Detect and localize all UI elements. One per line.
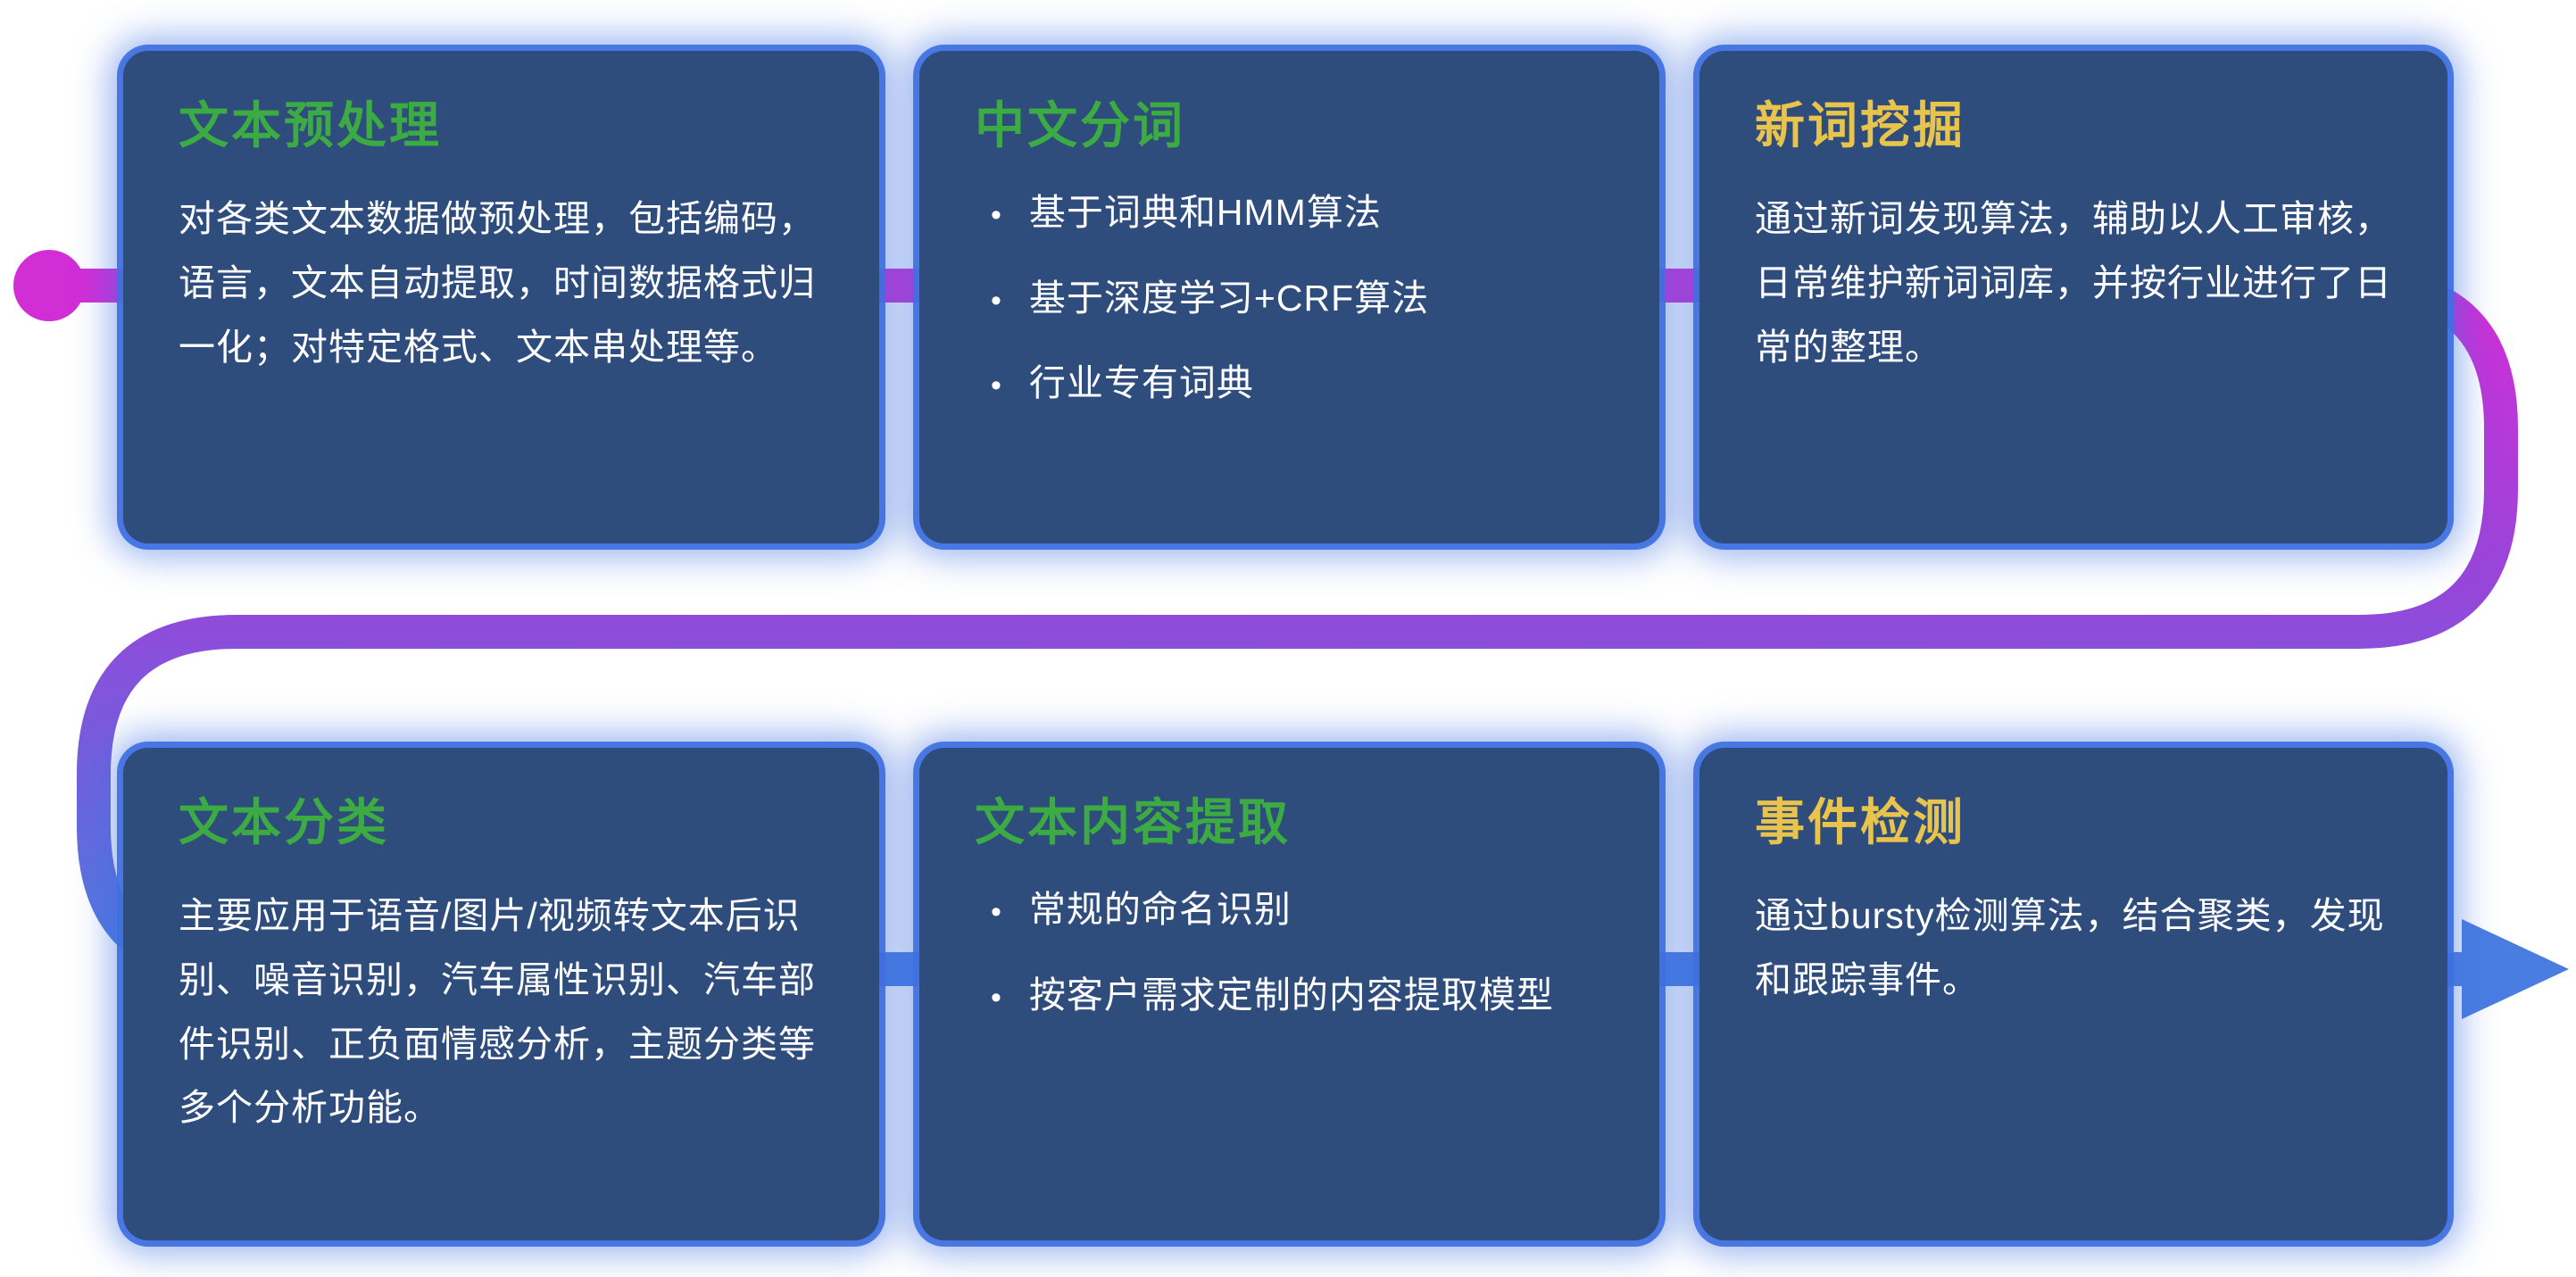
card-title: 文本预处理 <box>179 97 442 153</box>
bullet-item: • 按客户需求定制的内容提取模型 <box>991 970 1604 1021</box>
bullet-item: • 行业专有词典 <box>991 358 1604 409</box>
bullet-text: 基于深度学习+CRF算法 <box>1028 277 1430 319</box>
card-title: 文本分类 <box>179 794 389 850</box>
bullet-text: 基于词典和HMM算法 <box>1028 192 1382 234</box>
pipeline-path <box>49 269 2518 986</box>
bullet-dot-icon: • <box>991 198 1002 233</box>
card-body: 通过新词发现算法，辅助以人工审核，日常维护新词词库，并按行业进行了日常的整理。 <box>1755 198 2392 368</box>
card-text-classification: 文本分类 主要应用于语音/图片/视频转文本后识别、噪音识别，汽车属性识别、汽车部… <box>123 748 879 1240</box>
card-body: 主要应用于语音/图片/视频转文本后识别、噪音识别，汽车属性识别、汽车部件识别、正… <box>179 895 816 1129</box>
card-title: 中文分词 <box>975 97 1185 153</box>
bullet-text: 按客户需求定制的内容提取模型 <box>1028 974 1554 1016</box>
bullet-item: • 基于词典和HMM算法 <box>991 187 1604 238</box>
card-bullet-list: • 常规的命名识别 • 按客户需求定制的内容提取模型 <box>975 884 1604 1021</box>
card-body: 通过bursty检测算法，结合聚类，发现和跟踪事件。 <box>1755 895 2385 1000</box>
card-title: 事件检测 <box>1755 794 1965 850</box>
bullet-text: 常规的命名识别 <box>1028 889 1292 931</box>
pipeline-start-dot-icon <box>13 250 85 321</box>
card-event-detection: 事件检测 通过bursty检测算法，结合聚类，发现和跟踪事件。 <box>1699 748 2447 1240</box>
card-text-preprocessing: 文本预处理 对各类文本数据做预处理，包括编码，语言，文本自动提取，时间数据格式归… <box>123 51 879 543</box>
card-title: 新词挖掘 <box>1755 97 1965 153</box>
bullet-dot-icon: • <box>991 980 1002 1015</box>
bullet-text: 行业专有词典 <box>1028 361 1254 403</box>
bullet-dot-icon: • <box>991 368 1002 402</box>
card-text-content-extraction: 文本内容提取 • 常规的命名识别 • 按客户需求定制的内容提取模型 <box>919 748 1659 1240</box>
card-bullet-list: • 基于词典和HMM算法 • 基于深度学习+CRF算法 • 行业专有词典 <box>975 187 1604 409</box>
bullet-item: • 常规的命名识别 <box>991 884 1604 935</box>
card-body: 对各类文本数据做预处理，包括编码，语言，文本自动提取，时间数据格式归一化；对特定… <box>179 198 816 368</box>
card-title: 文本内容提取 <box>975 794 1291 850</box>
bullet-item: • 基于深度学习+CRF算法 <box>991 273 1604 324</box>
bullet-dot-icon: • <box>991 283 1002 318</box>
pipeline-arrow-right-icon <box>2462 919 2569 1019</box>
bullet-dot-icon: • <box>991 895 1002 930</box>
card-chinese-word-segmentation: 中文分词 • 基于词典和HMM算法 • 基于深度学习+CRF算法 • 行业专有词… <box>919 51 1659 543</box>
card-new-word-mining: 新词挖掘 通过新词发现算法，辅助以人工审核，日常维护新词词库，并按行业进行了日常… <box>1699 51 2447 543</box>
